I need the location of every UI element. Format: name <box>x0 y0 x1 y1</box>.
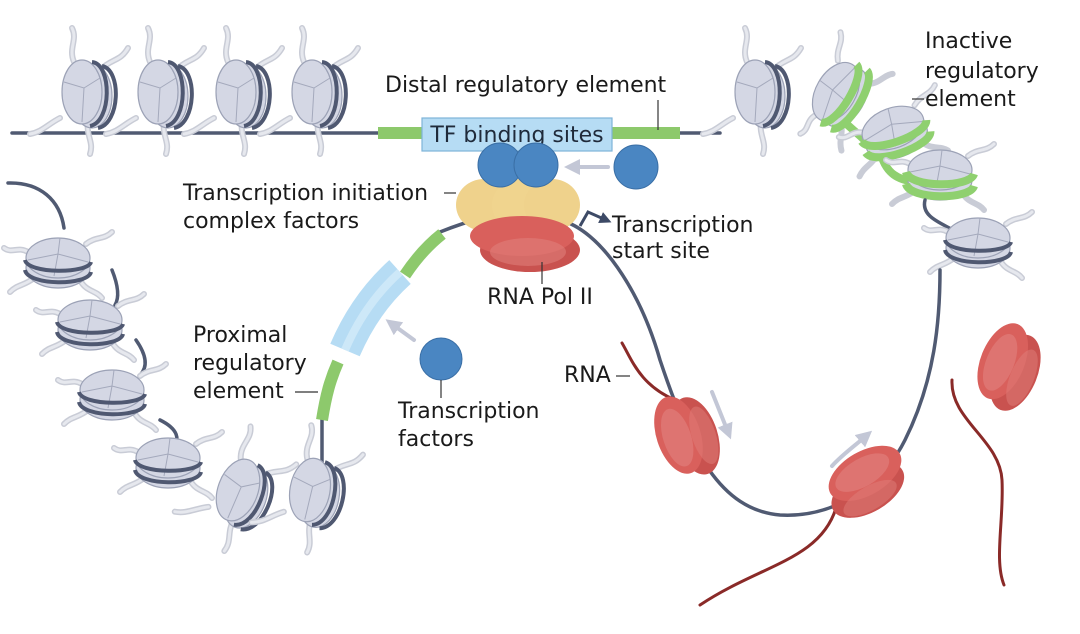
free-transcription-factor-top <box>613 144 659 190</box>
elongation-arrow-1 <box>710 390 733 440</box>
rna-strand-1 <box>620 341 677 402</box>
tf-binding-sites: TF binding sites <box>421 117 613 152</box>
inactive-label-line1: Inactive <box>925 29 1012 54</box>
tf-label-line2: factors <box>398 427 474 452</box>
tf-binding-arrow-proximal <box>385 319 416 342</box>
inactive-label-line3: element <box>925 87 1016 112</box>
inactive-label-line2: regulatory <box>925 59 1039 84</box>
rna-strand-released <box>950 378 1006 587</box>
nucleosome <box>58 364 166 430</box>
rna-pol-ii-initiating <box>470 216 580 272</box>
nucleosome <box>168 412 303 564</box>
nucleosome <box>4 232 112 298</box>
rna-pol-ii-elongating-2 <box>814 434 919 530</box>
nucleosome-array-right <box>703 28 1032 278</box>
initiation-label-line1: Transcription initiation <box>182 181 428 206</box>
rna-pol-ii-label: RNA Pol II <box>487 285 593 310</box>
rna-pol-ii-released <box>965 315 1053 419</box>
nucleosome <box>30 28 128 154</box>
elongation-arrow-2 <box>830 430 873 468</box>
tss-label-line1: Transcription <box>611 213 754 238</box>
rna-label: RNA <box>564 363 611 388</box>
proximal-label-line3: element <box>193 379 284 404</box>
tf-label-line1: Transcription <box>397 399 540 424</box>
transcription-start-site-arrow <box>578 210 612 227</box>
proximal-label-line2: regulatory <box>193 351 307 376</box>
proximal-label-line1: Proximal <box>193 323 287 348</box>
nucleosome-array-top-left <box>30 28 358 154</box>
bound-transcription-factors <box>477 142 559 188</box>
rna-strand-2 <box>698 506 838 607</box>
nucleosome-array-left <box>4 181 366 564</box>
nucleosome <box>184 28 282 154</box>
proximal-regulatory-element <box>316 229 446 421</box>
nucleosome <box>36 294 144 360</box>
nucleosome <box>703 28 801 154</box>
initiation-label-line2: complex factors <box>183 209 359 234</box>
tss-label-line2: start site <box>612 239 710 264</box>
nucleosome <box>260 28 358 154</box>
nucleosome <box>114 432 222 498</box>
distal-regulatory-element-label: Distal regulatory element <box>385 73 667 98</box>
free-transcription-factor-proximal <box>419 337 463 381</box>
tf-binding-sites-label: TF binding sites <box>429 123 603 148</box>
